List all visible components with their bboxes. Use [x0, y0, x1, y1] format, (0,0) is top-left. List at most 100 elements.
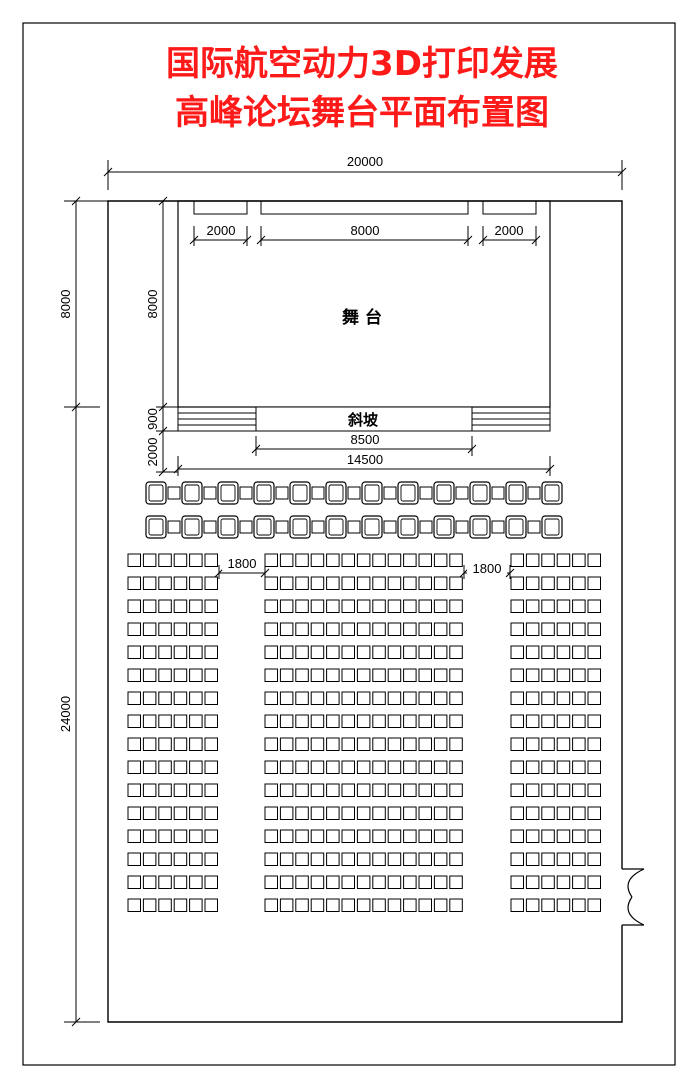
- audience-chair: [310, 691, 325, 705]
- audience-chair: [510, 645, 524, 659]
- audience-chair: [142, 668, 157, 682]
- audience-chair: [310, 622, 325, 636]
- audience-chair: [433, 898, 448, 912]
- audience-chair: [572, 829, 586, 843]
- vip-armchair: [361, 481, 383, 505]
- audience-chair: [387, 599, 402, 613]
- audience-chair: [403, 599, 417, 613]
- audience-chair: [525, 898, 540, 912]
- audience-chair: [449, 691, 463, 705]
- audience-chair: [572, 714, 586, 728]
- audience-chair: [158, 852, 172, 866]
- audience-chair: [403, 576, 417, 590]
- audience-chair: [142, 599, 157, 613]
- dim-ramp-stage-width: [173, 436, 555, 476]
- audience-chair: [295, 668, 309, 682]
- audience-chair: [127, 760, 141, 774]
- vip-armchair: [253, 481, 275, 505]
- audience-chair: [403, 806, 417, 820]
- seat-block-center: [264, 553, 463, 912]
- audience-chair: [433, 668, 448, 682]
- dim-stage-width: 14500: [347, 452, 383, 467]
- audience-chair: [158, 875, 172, 889]
- audience-chair: [418, 622, 432, 636]
- vip-armchair: [181, 481, 203, 505]
- audience-chair: [556, 576, 571, 590]
- title-line-2: 高峰论坛舞台平面布置图: [175, 93, 549, 133]
- audience-chair: [279, 622, 294, 636]
- audience-chair: [204, 714, 218, 728]
- audience-chair: [127, 783, 141, 797]
- audience-chair: [525, 553, 540, 567]
- vip-armchair: [541, 481, 563, 505]
- vip-armchair: [433, 481, 455, 505]
- audience-chair: [264, 668, 278, 682]
- audience-chair: [510, 553, 524, 567]
- audience-chair: [525, 737, 540, 751]
- audience-chair: [341, 668, 355, 682]
- audience-chair: [341, 829, 355, 843]
- audience-chair: [449, 599, 463, 613]
- audience-chair: [403, 645, 417, 659]
- audience-chair: [173, 783, 188, 797]
- audience-chair: [525, 668, 540, 682]
- audience-chair: [204, 737, 218, 751]
- audience-chair: [356, 599, 371, 613]
- audience-chair: [127, 737, 141, 751]
- dim-aisle-left: 1800: [228, 556, 257, 571]
- audience-chair: [127, 829, 141, 843]
- audience-chair: [158, 806, 172, 820]
- audience-chair: [403, 760, 417, 774]
- audience-chair: [372, 622, 386, 636]
- audience-chair: [572, 806, 586, 820]
- audience-chair: [587, 806, 601, 820]
- audience-chair: [556, 783, 571, 797]
- audience-chair: [310, 645, 325, 659]
- audience-chair: [310, 576, 325, 590]
- audience-chair: [525, 599, 540, 613]
- audience-chair: [510, 576, 524, 590]
- audience-chair: [541, 553, 555, 567]
- audience-chair: [158, 622, 172, 636]
- audience-chair: [587, 760, 601, 774]
- audience-chair: [326, 714, 340, 728]
- audience-chair: [572, 553, 586, 567]
- vip-armchair: [253, 515, 275, 539]
- door-icon: [622, 868, 645, 926]
- audience-chair: [356, 783, 371, 797]
- audience-chair: [418, 783, 432, 797]
- audience-chair: [403, 852, 417, 866]
- vip-side-table: [527, 486, 541, 500]
- dim-aisle-right: 1800: [473, 561, 502, 576]
- vip-side-table: [167, 520, 181, 534]
- audience-chair: [387, 645, 402, 659]
- audience-chair: [158, 645, 172, 659]
- audience-chair: [341, 875, 355, 889]
- vip-side-table: [383, 520, 397, 534]
- audience-chair: [541, 829, 555, 843]
- vip-armchair: [397, 481, 419, 505]
- audience-chair: [433, 737, 448, 751]
- audience-chair: [556, 645, 571, 659]
- audience-chair: [264, 691, 278, 705]
- audience-chair: [433, 599, 448, 613]
- audience-chair: [158, 737, 172, 751]
- audience-chair: [279, 645, 294, 659]
- audience-chair: [158, 553, 172, 567]
- audience-chair: [356, 691, 371, 705]
- audience-chair: [204, 875, 218, 889]
- audience-chair: [556, 668, 571, 682]
- audience-chair: [510, 875, 524, 889]
- audience-chair: [142, 783, 157, 797]
- audience-chair: [326, 576, 340, 590]
- audience-chair: [403, 714, 417, 728]
- audience-chair: [572, 622, 586, 636]
- screen-right: [482, 200, 537, 215]
- audience-chair: [556, 622, 571, 636]
- audience-chair: [204, 852, 218, 866]
- vip-armchair: [469, 481, 491, 505]
- audience-chair: [587, 576, 601, 590]
- audience-chair: [279, 898, 294, 912]
- audience-chair: [142, 576, 157, 590]
- audience-chair: [510, 760, 524, 774]
